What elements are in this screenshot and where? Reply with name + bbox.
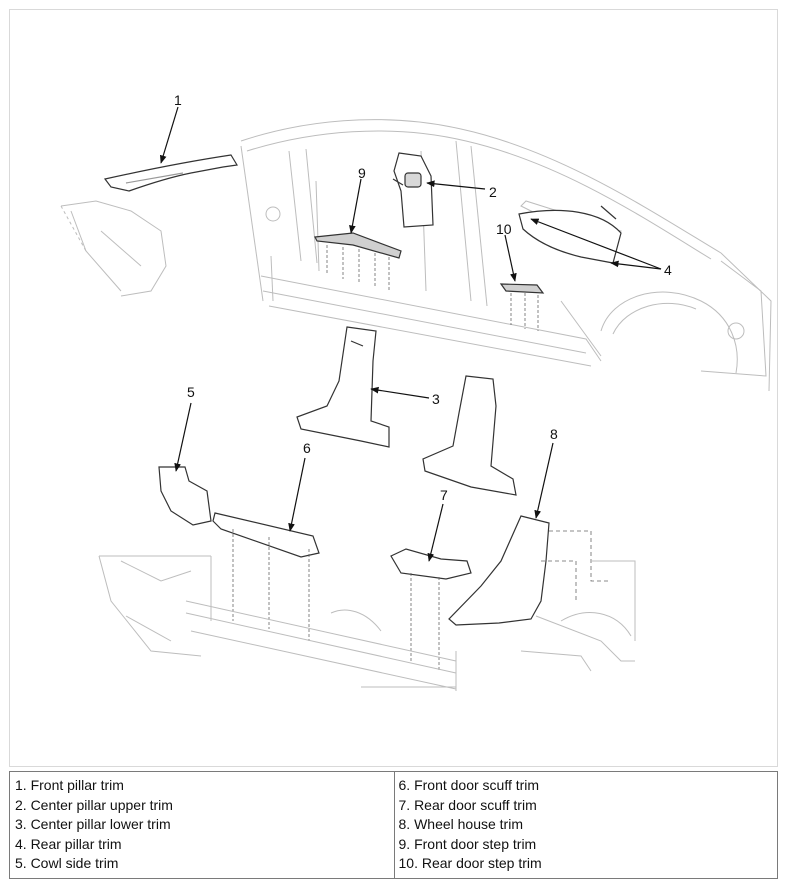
leader-lines — [159, 106, 662, 562]
lower-body-outline — [98, 555, 636, 691]
legend-item-6: 6. Front door scuff trim — [398, 777, 540, 793]
callout-7: 7 — [440, 487, 448, 503]
callout-9: 9 — [358, 165, 366, 181]
rear-pillar-lower-trim — [422, 375, 517, 496]
callout-5: 5 — [187, 384, 195, 400]
exploded-view-drawing: 1 2 3 4 5 6 7 8 9 10 — [60, 92, 772, 691]
cowl-side-trim — [158, 466, 212, 526]
front-pillar-trim — [103, 154, 238, 192]
legend-column-left: 1. Front pillar trim 2. Center pillar up… — [10, 772, 394, 878]
legend-item-2: 2. Center pillar upper trim — [15, 796, 173, 813]
callout-2: 2 — [489, 184, 497, 200]
legend-item-7: 7. Rear door scuff trim — [398, 796, 537, 813]
wheel-house-trim — [448, 515, 611, 626]
callout-4: 4 — [664, 262, 672, 278]
parts-legend: 1. Front pillar trim 2. Center pillar up… — [9, 771, 778, 879]
legend-item-1: 1. Front pillar trim — [15, 777, 124, 793]
center-pillar-lower-trim — [296, 326, 390, 448]
center-pillar-upper-trim — [392, 152, 434, 228]
rear-door-step-trim — [499, 283, 545, 331]
front-door-scuff-trim — [212, 512, 320, 641]
rear-door-scuff-trim — [390, 548, 472, 671]
callout-8: 8 — [550, 426, 558, 442]
diagram-frame: 1 2 3 4 5 6 7 8 9 10 — [9, 9, 778, 767]
legend-column-right: 6. Front door scuff trim 7. Rear door sc… — [393, 772, 778, 878]
legend-item-3: 3. Center pillar lower trim — [15, 816, 171, 832]
legend-item-9: 9. Front door step trim — [398, 835, 537, 852]
legend-item-4: 4. Rear pillar trim — [15, 835, 122, 852]
legend-item-10: 10. Rear door step trim — [398, 855, 542, 871]
callout-10: 10 — [496, 221, 512, 237]
callout-3: 3 — [432, 391, 440, 407]
body-side-outline — [240, 119, 772, 392]
front-door-step-trim — [314, 232, 402, 291]
callout-1: 1 — [174, 92, 182, 108]
legend-item-8: 8. Wheel house trim — [398, 816, 524, 832]
cowl-area-upper — [60, 200, 167, 297]
legend-item-5: 5. Cowl side trim — [15, 855, 119, 871]
callout-6: 6 — [303, 440, 311, 456]
